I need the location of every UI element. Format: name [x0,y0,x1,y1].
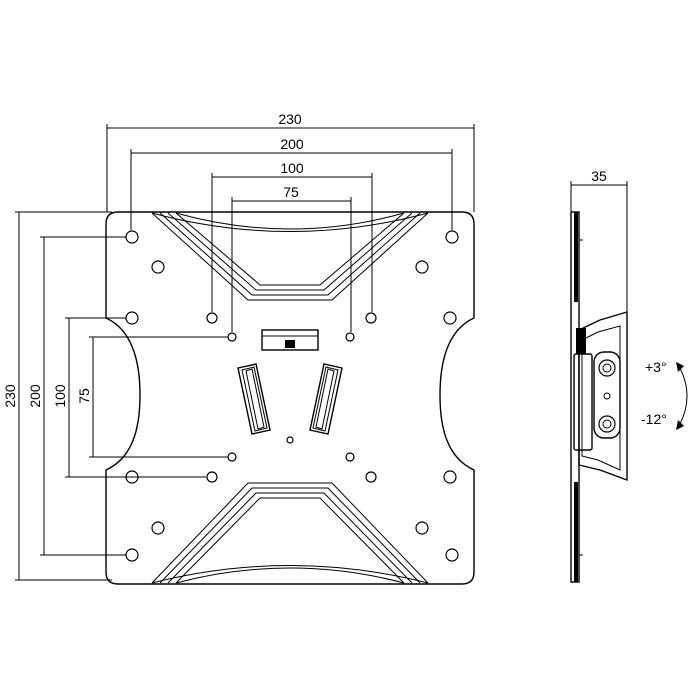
dim-v-100: 100 [52,384,68,408]
dim-v-230: 230 [2,384,18,408]
top-v-channel [151,212,429,301]
side-wall-plate [570,211,583,583]
dim-h-200: 200 [280,136,304,152]
dim-h-75: 75 [283,184,299,200]
right-slot [309,363,343,435]
pivot-bolt-bottom [598,415,616,433]
vertical-dimensions: 230 200 100 75 [2,211,228,581]
front-view-plate [105,211,475,585]
mounting-holes [125,230,459,562]
tilt-arc-arrow [676,362,688,430]
dim-h-230: 230 [278,111,302,127]
bottom-v-channel [151,482,429,584]
top-center-bracket [261,329,319,351]
dim-v-200: 200 [27,384,43,408]
tilt-down-label: -12° [641,411,667,427]
dim-h-100: 100 [280,160,304,176]
pivot-bolt-top [598,359,616,377]
dim-v-75: 75 [76,388,92,404]
plate-outline [105,211,475,585]
side-tilt-bracket [573,311,628,482]
left-slot [237,363,271,435]
tilt-up-label: +3° [645,359,667,375]
side-view: 35 +3° -12° [570,168,688,583]
dim-depth-35: 35 [591,168,607,184]
horizontal-dimensions: 230 200 100 75 [106,111,475,332]
